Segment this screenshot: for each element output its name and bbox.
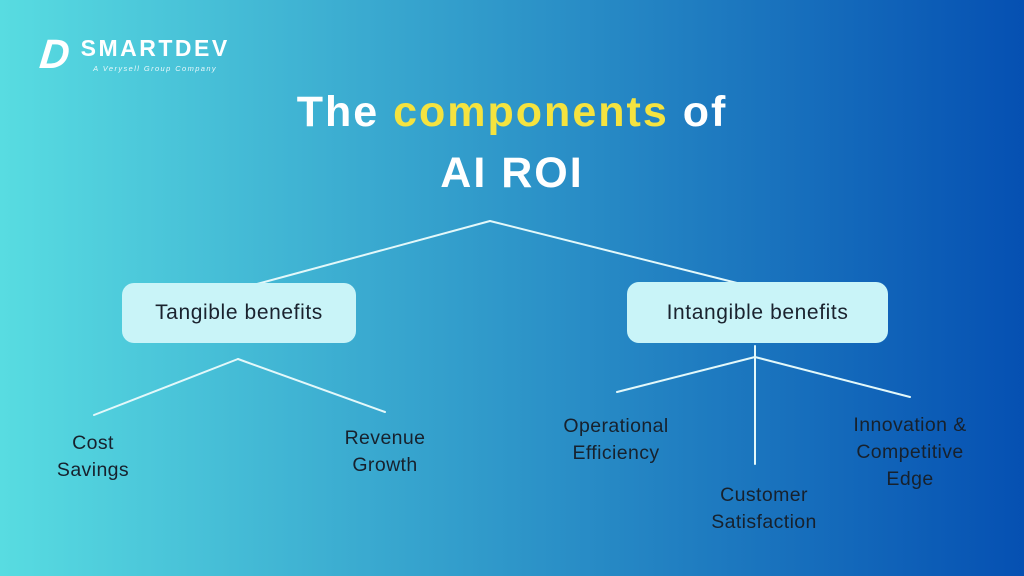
connector-intangible-to-operational xyxy=(616,356,756,393)
brand-tagline: A Verysell Group Company xyxy=(93,64,218,73)
leaf-customer-satisfaction: Customer Satisfaction xyxy=(711,484,817,533)
brand-text-block: SMARTDEV A Verysell Group Company xyxy=(81,35,230,73)
smartdev-d-icon: D xyxy=(37,31,73,77)
connector-intangible-to-innovation xyxy=(754,356,911,398)
brand-name: SMARTDEV xyxy=(80,35,230,61)
title-prefix: The xyxy=(296,88,394,136)
leaf-revenue-growth: Revenue Growth xyxy=(344,427,426,476)
leaf-innovation-competitive-edge: Innovation & Competitive Edge xyxy=(853,414,967,490)
page-title-line2: AI ROI xyxy=(440,149,584,197)
connector-root-to-intangible xyxy=(489,220,754,288)
page-title-line1: The components of xyxy=(0,82,1024,143)
node-intangible-benefits: Intangible benefits xyxy=(627,282,888,343)
leaf-cost-savings: Cost Savings xyxy=(56,432,130,481)
connector-tangible-to-cost xyxy=(93,358,239,416)
title-highlight: components xyxy=(393,88,669,136)
page-title: The components of AI ROI xyxy=(0,82,1024,204)
connector-tangible-to-revenue xyxy=(237,358,386,413)
leaf-operational-efficiency: Operational Efficiency xyxy=(563,415,669,464)
title-suffix: of xyxy=(668,88,728,136)
connector-root-to-tangible xyxy=(245,220,491,288)
node-tangible-benefits: Tangible benefits xyxy=(122,283,356,343)
smartdev-logo: D SMARTDEV A Verysell Group Company xyxy=(37,31,230,77)
